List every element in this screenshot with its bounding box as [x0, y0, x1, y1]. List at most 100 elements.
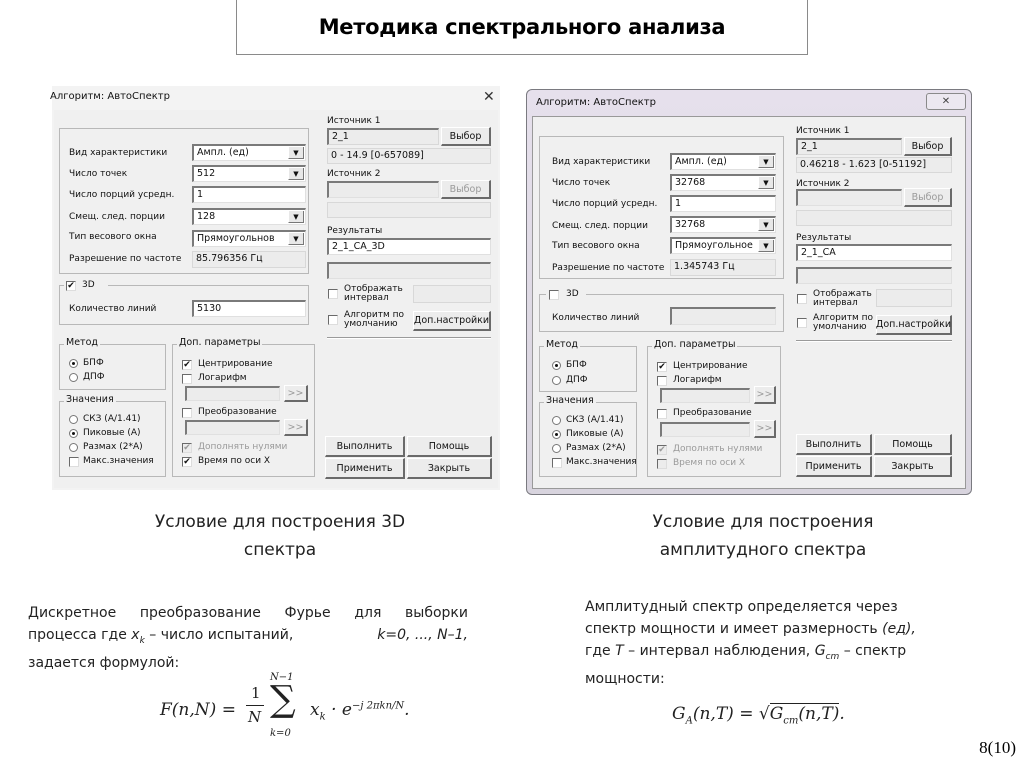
zero-pad-checkbox[interactable]: ✔ — [657, 445, 667, 455]
points-combo[interactable]: 32768▼ — [670, 174, 776, 191]
characteristic-combo[interactable]: Ампл. (ед)▼ — [670, 153, 776, 170]
extra-settings-button[interactable]: Доп.настройки — [876, 315, 952, 335]
max-checkbox[interactable] — [552, 458, 562, 468]
averaging-input[interactable]: 1 — [192, 186, 306, 203]
apply-button[interactable]: Применить — [796, 456, 872, 477]
points-combo[interactable]: 512▼ — [192, 165, 306, 182]
apply-button[interactable]: Применить — [325, 458, 405, 479]
logarithm-checkbox[interactable] — [657, 376, 667, 386]
results-input[interactable]: 2_1_CA_3D — [327, 238, 491, 255]
chevron-down-icon[interactable]: ▼ — [288, 233, 304, 245]
transform-checkbox[interactable] — [657, 409, 667, 419]
close-button[interactable]: Закрыть — [874, 456, 952, 477]
transform-checkbox[interactable] — [182, 408, 192, 418]
chevron-down-icon[interactable]: ▼ — [288, 168, 304, 180]
row-label: Тип весового окна — [552, 241, 640, 251]
source2-choose-button[interactable]: Выбор — [904, 188, 952, 207]
source1-choose-button[interactable]: Выбор — [441, 127, 491, 146]
chevron-down-icon[interactable]: ▼ — [288, 211, 304, 223]
time-x-label: Время по оси X — [198, 456, 271, 466]
offset-combo[interactable]: 32768▼ — [670, 216, 776, 233]
source1-range: 0.46218 - 1.623 [0-51192] — [796, 157, 952, 173]
caption-line: спектра — [243, 540, 317, 560]
close-button[interactable]: Закрыть — [407, 458, 492, 479]
averaging-input[interactable]: 1 — [670, 195, 776, 212]
params-group — [539, 136, 784, 279]
show-interval-checkbox[interactable] — [328, 289, 338, 299]
centering-checkbox[interactable]: ✔ — [657, 362, 667, 372]
close-icon[interactable]: ✕ — [926, 93, 966, 110]
peak-label: Пиковые (А) — [566, 429, 624, 439]
dialog-right: Алгоритм: АвтоСпектр ✕ Вид характеристик… — [526, 89, 972, 495]
logarithm-field — [660, 388, 750, 403]
rms-radio[interactable] — [69, 415, 78, 424]
3d-checkbox[interactable] — [549, 290, 559, 300]
characteristic-combo[interactable]: Ампл. (ед)▼ — [192, 144, 306, 161]
logarithm-checkbox[interactable] — [182, 374, 192, 384]
caption-line: Условие для построения 3D — [154, 512, 406, 532]
peak-radio[interactable] — [69, 429, 78, 438]
span-radio[interactable] — [552, 444, 561, 453]
source2-field — [327, 181, 439, 198]
default-algo-label: Алгоритм по умолчанию — [344, 310, 404, 329]
run-button[interactable]: Выполнить — [325, 436, 405, 457]
para-line: мощности: — [585, 670, 665, 687]
slide-title-box: Методика спектрального анализа — [236, 0, 808, 55]
zero-pad-checkbox[interactable]: ✔ — [182, 443, 192, 453]
divider — [327, 337, 491, 339]
help-button[interactable]: Помощь — [407, 436, 492, 457]
chevron-down-icon[interactable]: ▼ — [288, 147, 304, 159]
3d-checkbox[interactable]: ✔ — [66, 281, 76, 291]
offset-combo[interactable]: 128▼ — [192, 208, 306, 225]
row-label: Смещ. след. порции — [552, 221, 648, 231]
chevron-down-icon[interactable]: ▼ — [758, 156, 774, 168]
rms-label: СКЗ (А/1.41) — [566, 415, 624, 425]
peak-radio[interactable] — [552, 430, 561, 439]
extra-settings-button[interactable]: Доп.настройки — [413, 311, 491, 331]
time-x-checkbox[interactable] — [657, 459, 667, 469]
dft-radio[interactable] — [552, 376, 561, 385]
default-algo-checkbox[interactable] — [328, 315, 338, 325]
logarithm-more-button[interactable]: >> — [754, 386, 776, 404]
max-checkbox[interactable] — [69, 457, 79, 467]
run-button[interactable]: Выполнить — [796, 434, 872, 455]
window-type-combo[interactable]: Прямоугольное▼ — [670, 237, 776, 254]
rms-label: СКЗ (А/1.41) — [83, 414, 141, 424]
source2-range — [327, 202, 491, 218]
help-button[interactable]: Помощь — [874, 434, 952, 455]
chevron-down-icon[interactable]: ▼ — [758, 219, 774, 231]
logarithm-field — [185, 386, 280, 401]
source1-choose-button[interactable]: Выбор — [904, 137, 952, 156]
transform-more-button[interactable]: >> — [284, 419, 308, 436]
para-line: Амплитудный спектр определяется через — [585, 599, 898, 615]
source2-label: Источник 2 — [327, 169, 381, 179]
source2-choose-button[interactable]: Выбор — [441, 180, 491, 199]
results-input[interactable]: 2_1_CA — [796, 244, 952, 261]
peak-label: Пиковые (А) — [83, 428, 141, 438]
lines-input[interactable]: 5130 — [192, 300, 306, 317]
centering-label: Центрирование — [673, 361, 748, 371]
row-label: Смещ. след. порции — [69, 212, 165, 222]
time-x-checkbox[interactable]: ✔ — [182, 457, 192, 467]
default-algo-checkbox[interactable] — [797, 318, 807, 328]
rms-radio[interactable] — [552, 416, 561, 425]
fft-radio[interactable] — [552, 361, 561, 370]
chevron-down-icon[interactable]: ▼ — [758, 240, 774, 252]
close-icon[interactable]: ✕ — [483, 89, 495, 105]
slide-title: Методика спектрального анализа — [318, 15, 726, 39]
transform-more-button[interactable]: >> — [754, 420, 776, 438]
row-label: Вид характеристики — [552, 157, 651, 167]
fft-radio[interactable] — [69, 359, 78, 368]
span-radio[interactable] — [69, 443, 78, 452]
lines-input[interactable] — [670, 307, 776, 325]
logarithm-more-button[interactable]: >> — [284, 385, 308, 402]
page-number: 8(10) — [979, 738, 1016, 757]
dft-description: Дискретное преобразование Фурье для выбо… — [28, 602, 468, 674]
amplitude-description: Амплитудный спектр определяется через сп… — [585, 596, 985, 690]
window-type-combo[interactable]: Прямоугольнов▼ — [192, 230, 306, 247]
centering-checkbox[interactable]: ✔ — [182, 360, 192, 370]
chevron-down-icon[interactable]: ▼ — [758, 177, 774, 189]
dft-radio[interactable] — [69, 373, 78, 382]
show-interval-checkbox[interactable] — [797, 294, 807, 304]
values-group-label: Значения — [544, 395, 596, 406]
